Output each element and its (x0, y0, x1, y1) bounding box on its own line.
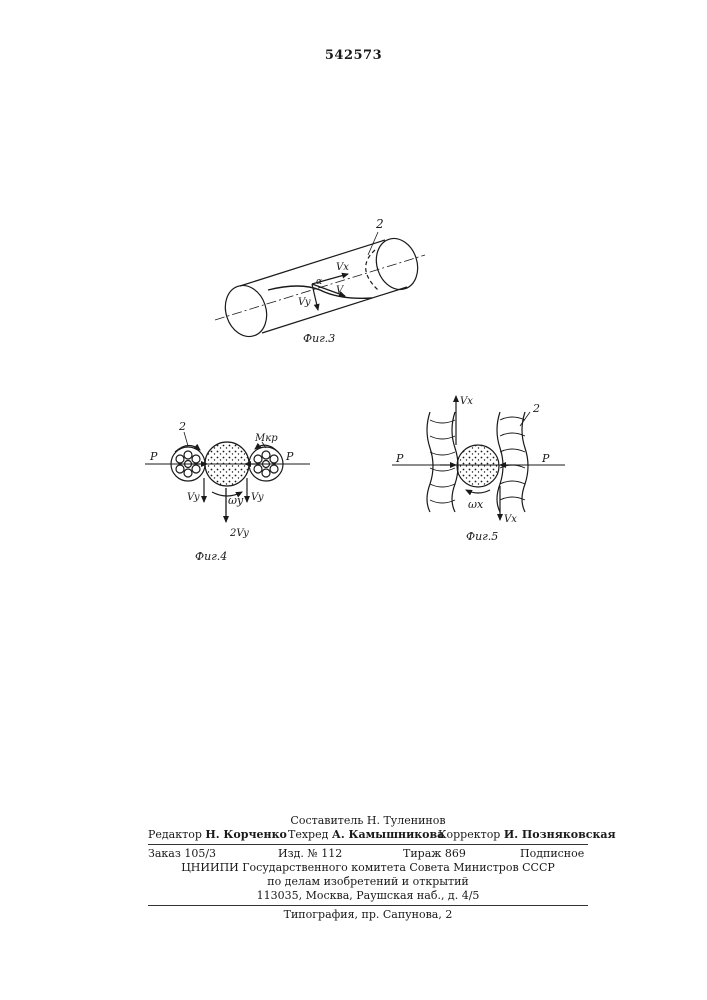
fig4-label-mkr: Mкр (254, 433, 278, 444)
fig5-label-p-left: P (395, 452, 404, 465)
order-number: Заказ 105/3 (148, 847, 216, 860)
fig4-label-p-left: P (149, 450, 158, 463)
fig5-caption: Фиг.5 (466, 530, 498, 543)
fig4-label-omega: ωy (228, 494, 244, 507)
cylinder-bottom-edge (262, 287, 407, 333)
editor-name: Н. Корченко (205, 828, 286, 841)
fig4-label-2: 2 (178, 420, 186, 433)
footer-divider-2 (148, 905, 588, 906)
fig5-center-rod (457, 445, 499, 487)
corrector-name: И. Позняковская (504, 828, 616, 841)
right-plate-outer (522, 412, 528, 512)
fig5-label-vx-top: Vx (460, 396, 473, 407)
cylinder-top-edge (240, 240, 385, 286)
fig4-label-p-right: P (285, 450, 294, 463)
org-line-1: ЦНИИПИ Государственного комитета Совета … (148, 861, 588, 875)
org-line-2: по делам изобретений и открытий (148, 875, 588, 889)
fig5-label-2: 2 (532, 402, 540, 415)
techred-name: А. Камышникова (332, 828, 444, 841)
fig3-label-alpha: α (316, 277, 322, 287)
order-line: Заказ 105/3 Изд. № 112 Тираж 869 Подписн… (148, 847, 588, 861)
fig4-label-vy-right: Vy (251, 492, 264, 503)
org-line-3: 113035, Москва, Раушская наб., д. 4/5 (148, 889, 588, 903)
composer-line: Составитель Н. Туленинов (148, 814, 588, 828)
subscription: Подписное (520, 847, 584, 860)
corrector-role: Корректор (438, 828, 500, 841)
imprint-footer: Составитель Н. Туленинов Редактор Н. Кор… (148, 814, 588, 922)
techred-role: Техред (288, 828, 328, 841)
editor-role: Редактор (148, 828, 202, 841)
fig5-rotation-arc (466, 490, 490, 493)
fig4-label-2vy: 2Vy (229, 528, 249, 539)
fig4-caption: Фиг.4 (195, 550, 227, 563)
circulation: Тираж 869 (403, 847, 466, 860)
fig3-caption: Фиг.3 (303, 332, 335, 345)
fig5-label-omega: ωx (468, 498, 484, 511)
fig3-label-vy: Vy (298, 297, 311, 308)
left-plate-outer (427, 412, 433, 512)
edition-number: Изд. № 112 (278, 847, 342, 860)
fig5-label-vx-bottom: Vx (504, 514, 517, 525)
editors-line: Редактор Н. Корченко Техред А. Камышнико… (148, 828, 588, 842)
center-rod (205, 442, 249, 486)
fig5-label-p-right: P (541, 452, 550, 465)
footer-divider (148, 844, 588, 845)
fig3-label-2: 2 (375, 217, 384, 231)
printer-line: Типография, пр. Сапунова, 2 (148, 908, 588, 922)
fig4-label-vy-left: Vy (187, 492, 200, 503)
figure-4-rollers (145, 432, 310, 522)
fig3-label-v: V (336, 285, 345, 296)
fig3-label-vx: Vx (336, 262, 349, 273)
